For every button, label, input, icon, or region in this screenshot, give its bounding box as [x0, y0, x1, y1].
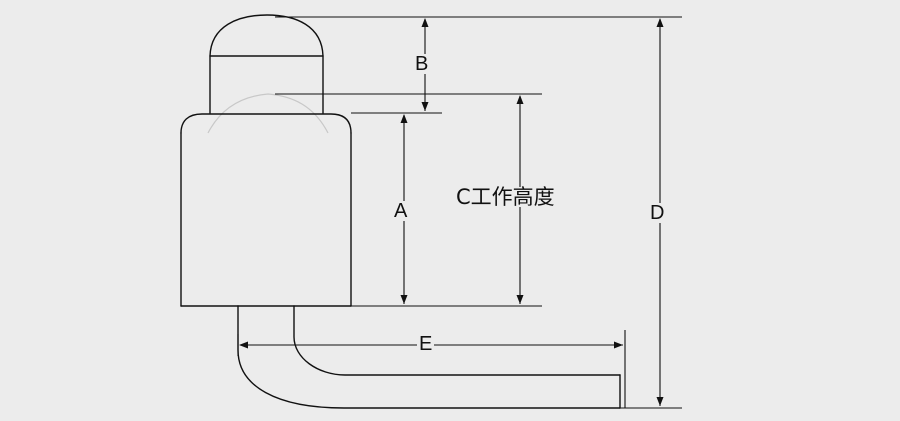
top-cap-dome	[209, 14, 324, 57]
dimension-a-label: A	[392, 200, 410, 222]
dimension-b-label: B	[413, 53, 431, 75]
pipe-outer-bend	[237, 305, 621, 409]
dimension-c-label: C工作高度	[454, 185, 557, 209]
main-body-top-shoulder	[180, 113, 352, 134]
dimension-e-label: E	[417, 333, 435, 355]
pipe-inner-bend	[293, 305, 621, 376]
dimension-d-label: D	[648, 202, 667, 224]
